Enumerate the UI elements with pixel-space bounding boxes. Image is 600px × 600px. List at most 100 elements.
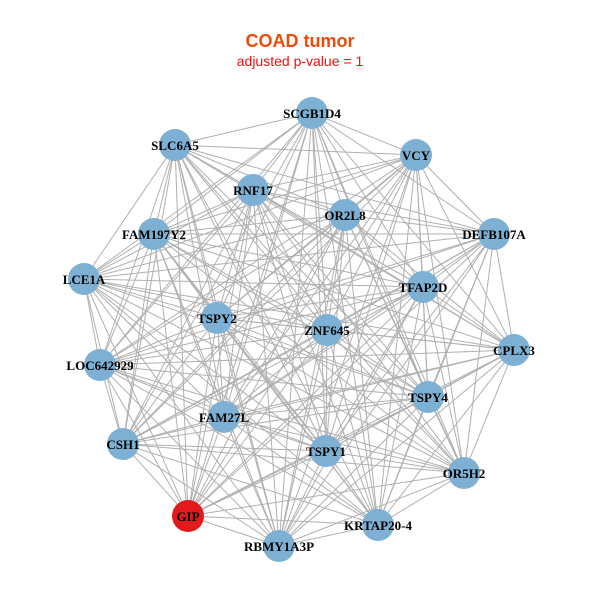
- node-TSPY1[interactable]: TSPY1: [306, 435, 346, 467]
- node-circle[interactable]: [159, 129, 191, 161]
- node-GIP[interactable]: GIP: [172, 500, 204, 532]
- node-circle[interactable]: [310, 435, 342, 467]
- node-circle[interactable]: [237, 174, 269, 206]
- edge-TFAP2D-TSPY2: [216, 286, 424, 319]
- node-circle[interactable]: [68, 263, 100, 295]
- edge-FAM197Y2-TFAP2D: [153, 233, 424, 288]
- node-KRTAP20-4[interactable]: KRTAP20-4: [344, 509, 412, 541]
- node-circle[interactable]: [498, 334, 530, 366]
- node-circle[interactable]: [478, 218, 510, 250]
- node-circle[interactable]: [412, 381, 444, 413]
- node-OR5H2[interactable]: OR5H2: [443, 457, 486, 489]
- edge-VCY-GIP: [187, 154, 417, 517]
- edge-CPLX3-LOC642929: [99, 349, 515, 366]
- edge-TSPY2-GIP: [187, 317, 218, 517]
- edge-LOC642929-FAM27L: [99, 364, 225, 418]
- node-CSH1[interactable]: CSH1: [106, 428, 140, 460]
- node-label: RNF17: [233, 183, 273, 198]
- node-circle[interactable]: [296, 97, 328, 129]
- node-VCY[interactable]: VCY: [400, 139, 432, 171]
- node-circle[interactable]: [311, 314, 343, 346]
- edge-CSH1-OR5H2: [122, 443, 465, 474]
- node-circle[interactable]: [329, 199, 361, 231]
- edge-LCE1A-TSPY4: [83, 278, 429, 398]
- node-SCGB1D4[interactable]: SCGB1D4: [283, 97, 341, 129]
- node-circle[interactable]: [362, 509, 394, 541]
- edge-LOC642929-RBMY1A3P: [99, 364, 280, 547]
- edge-KRTAP20-4-RBMY1A3P: [278, 524, 379, 547]
- chart-subtitle: adjusted p-value = 1: [237, 53, 364, 69]
- node-FAM197Y2[interactable]: FAM197Y2: [122, 218, 186, 250]
- edge-GIP-KRTAP20-4: [187, 515, 379, 526]
- edge-SCGB1D4-TFAP2D: [311, 112, 424, 288]
- edge-FAM197Y2-CPLX3: [153, 233, 515, 351]
- node-TSPY2[interactable]: TSPY2: [197, 302, 237, 334]
- edge-OR2L8-GIP: [187, 214, 346, 517]
- edge-FAM197Y2-CSH1: [122, 233, 155, 445]
- node-RNF17[interactable]: RNF17: [233, 174, 273, 206]
- edge-FAM27L-CSH1: [122, 416, 225, 445]
- edge-ZNF645-RBMY1A3P: [278, 329, 328, 547]
- node-circle[interactable]: [208, 401, 240, 433]
- edge-FAM27L-GIP: [187, 416, 225, 517]
- node-OR2L8[interactable]: OR2L8: [324, 199, 366, 231]
- edge-SLC6A5-OR5H2: [174, 144, 465, 474]
- node-circle[interactable]: [201, 302, 233, 334]
- edge-ZNF645-KRTAP20-4: [326, 329, 379, 526]
- edge-ZNF645-TSPY4: [326, 329, 429, 398]
- node-label: LCE1A: [63, 272, 106, 287]
- edge-SCGB1D4-TSPY1: [311, 112, 327, 452]
- node-circle[interactable]: [138, 218, 170, 250]
- edge-TFAP2D-CSH1: [122, 286, 424, 445]
- edge-TSPY1-OR5H2: [325, 450, 465, 474]
- edge-OR5H2-RBMY1A3P: [278, 472, 465, 547]
- edge-CSH1-GIP: [122, 443, 189, 517]
- edge-VCY-OR5H2: [415, 154, 465, 474]
- edge-SCGB1D4-GIP: [187, 112, 313, 517]
- edge-OR2L8-CSH1: [122, 214, 346, 445]
- node-TSPY4[interactable]: TSPY4: [408, 381, 448, 413]
- edge-CPLX3-CSH1: [122, 349, 515, 445]
- edge-RNF17-DEFB107A: [252, 189, 495, 235]
- edge-OR2L8-LCE1A: [83, 214, 346, 280]
- edge-OR2L8-RBMY1A3P: [278, 214, 346, 547]
- edge-SLC6A5-ZNF645: [174, 144, 328, 331]
- edge-TSPY2-LOC642929: [99, 317, 218, 366]
- node-SLC6A5[interactable]: SLC6A5: [151, 129, 199, 161]
- edge-SCGB1D4-VCY: [311, 112, 417, 156]
- edge-TSPY4-TSPY1: [325, 396, 429, 452]
- node-LCE1A[interactable]: LCE1A: [63, 263, 106, 295]
- edge-LCE1A-ZNF645: [83, 278, 328, 331]
- edge-CSH1-TSPY1: [122, 443, 327, 452]
- node-circle[interactable]: [84, 349, 116, 381]
- node-RBMY1A3P[interactable]: RBMY1A3P: [244, 530, 314, 562]
- edge-RNF17-CPLX3: [252, 189, 515, 351]
- edge-FAM27L-TSPY1: [223, 416, 327, 452]
- node-circle[interactable]: [263, 530, 295, 562]
- node-circle[interactable]: [448, 457, 480, 489]
- edge-SCGB1D4-LOC642929: [99, 112, 313, 366]
- edge-LOC642929-TSPY4: [99, 364, 429, 398]
- edge-TFAP2D-RBMY1A3P: [278, 286, 424, 547]
- edge-LCE1A-CPLX3: [83, 278, 515, 351]
- node-circle[interactable]: [172, 500, 204, 532]
- node-CPLX3[interactable]: CPLX3: [493, 334, 535, 366]
- edge-VCY-FAM197Y2: [153, 154, 417, 235]
- node-ZNF645[interactable]: ZNF645: [304, 314, 350, 346]
- edge-TSPY2-CSH1: [122, 317, 218, 445]
- node-LOC642929[interactable]: LOC642929: [66, 349, 134, 381]
- node-circle[interactable]: [407, 271, 439, 303]
- edge-RNF17-CSH1: [122, 189, 254, 445]
- edge-TSPY2-TSPY1: [216, 317, 327, 452]
- node-circle[interactable]: [400, 139, 432, 171]
- edge-LCE1A-RBMY1A3P: [83, 278, 280, 547]
- node-label: DEFB107A: [462, 227, 526, 242]
- edge-OR5H2-KRTAP20-4: [377, 472, 465, 526]
- edge-TFAP2D-CPLX3: [422, 286, 515, 351]
- node-circle[interactable]: [107, 428, 139, 460]
- node-TFAP2D[interactable]: TFAP2D: [399, 271, 448, 303]
- node-FAM27L[interactable]: FAM27L: [199, 401, 250, 433]
- node-DEFB107A[interactable]: DEFB107A: [462, 218, 526, 250]
- edge-TFAP2D-ZNF645: [326, 286, 424, 331]
- edge-SLC6A5-TSPY1: [174, 144, 327, 452]
